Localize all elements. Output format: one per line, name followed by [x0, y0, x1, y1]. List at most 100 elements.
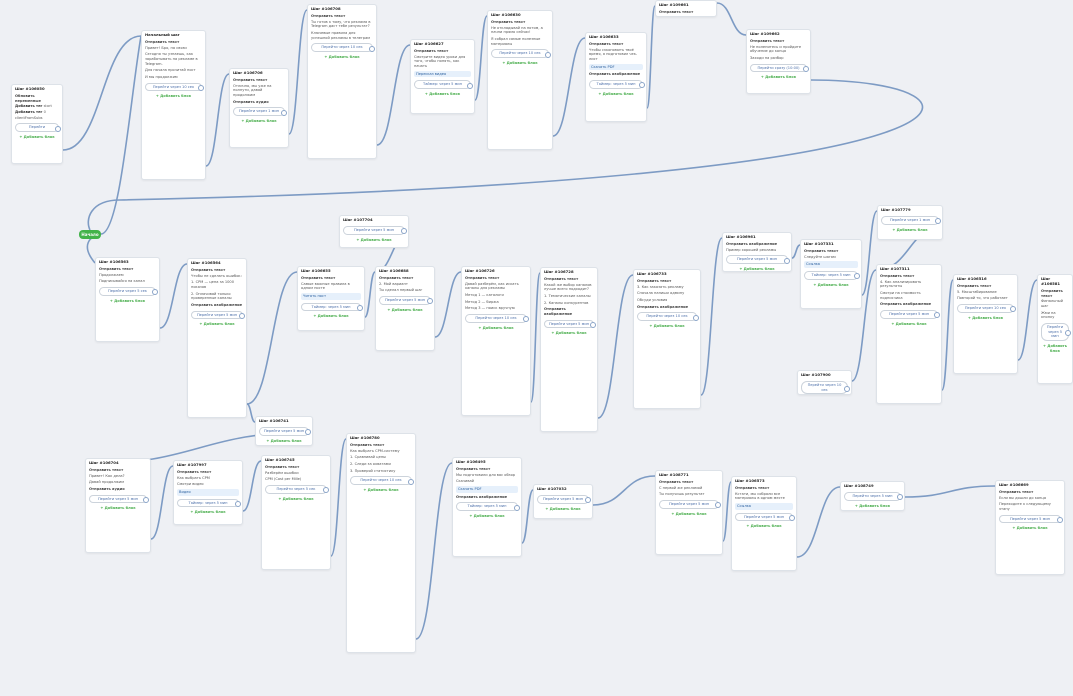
link-attachment[interactable]: Скачать PDF	[456, 485, 518, 493]
step-transition-button[interactable]: Перейти через 5 мин	[880, 309, 940, 319]
add-block-button[interactable]: + Добавить блок	[313, 314, 349, 319]
link-attachment[interactable]: Видео	[177, 488, 239, 496]
step-transition-button[interactable]: Перейти	[15, 123, 61, 132]
add-block-button[interactable]: + Добавить блок	[190, 510, 226, 515]
add-block-button[interactable]: + Добавить блок	[478, 325, 514, 330]
step-transition-button[interactable]: Перейти через 5 мин	[1041, 322, 1071, 341]
connector-port[interactable]	[198, 84, 204, 91]
connector-port[interactable]	[585, 497, 591, 504]
add-block-button[interactable]: + Добавить блок	[551, 331, 587, 336]
connector-port[interactable]	[323, 487, 329, 494]
step-transition-button[interactable]: Перейти через 10 сек	[957, 303, 1016, 313]
step-transition-button[interactable]: Перейти через 5 мин	[544, 319, 596, 329]
connector-port[interactable]	[934, 312, 940, 319]
connector-port[interactable]	[357, 304, 363, 311]
add-block-button[interactable]: + Добавить блок	[854, 503, 891, 508]
connector-port[interactable]	[152, 289, 158, 296]
add-block-button[interactable]: + Добавить блок	[891, 321, 927, 326]
step-transition-button[interactable]: Перейти через 10 сек	[637, 312, 699, 321]
connector-port[interactable]	[1057, 516, 1063, 523]
add-block-button[interactable]: + Добавить блок	[545, 506, 581, 511]
add-block-button[interactable]: + Добавить блок	[967, 315, 1004, 320]
add-block-button[interactable]: + Добавить блок	[813, 282, 849, 287]
link-attachment[interactable]: Ссылка	[804, 261, 858, 268]
step-transition-button[interactable]: Перейти через 5 мин	[726, 255, 790, 264]
step-transition-button[interactable]: Перейти сразу (10:00)	[750, 63, 809, 73]
step-transition-button[interactable]: Перейти через 5 мин	[735, 512, 795, 522]
connector-port[interactable]	[803, 65, 809, 72]
step-transition-button[interactable]: Перейти через 5 мин	[89, 494, 149, 504]
add-block-button[interactable]: + Добавить блок	[746, 524, 782, 529]
add-block-button[interactable]: + Добавить блок	[502, 60, 538, 65]
connector-port[interactable]	[401, 228, 407, 235]
start-node[interactable]: Начало	[79, 230, 101, 239]
link-attachment[interactable]: Ссылка	[735, 502, 793, 510]
add-block-button[interactable]: + Добавить блок	[739, 266, 775, 271]
connector-port[interactable]	[239, 312, 245, 319]
step-transition-button[interactable]: Таймер: через 5 мин	[177, 498, 241, 508]
connector-port[interactable]	[639, 82, 645, 89]
step-transition-button[interactable]: Перейти через 5 мин	[191, 310, 245, 320]
link-attachment[interactable]: Пересказ видео	[414, 70, 471, 78]
connector-port[interactable]	[427, 298, 433, 305]
add-block-button[interactable]: + Добавить блок	[1012, 526, 1048, 531]
connector-port[interactable]	[143, 496, 149, 503]
connector-port[interactable]	[467, 82, 473, 89]
step-transition-button[interactable]: Перейти через 5 сек	[99, 286, 158, 296]
link-attachment[interactable]: Скачать PDF	[589, 63, 643, 71]
step-transition-button[interactable]: Перейти через 5 мин	[259, 426, 311, 436]
connector-port[interactable]	[408, 478, 414, 485]
add-block-button[interactable]: + Добавить блок	[199, 322, 235, 327]
step-transition-button[interactable]: Перейти через 5 сек	[265, 484, 329, 494]
step-transition-button[interactable]: Перейти через 1 мин	[233, 107, 287, 116]
add-block-button[interactable]: + Добавить блок	[266, 438, 302, 443]
step-transition-button[interactable]: Перейти через 10 сек	[491, 49, 551, 58]
connector-port[interactable]	[55, 125, 61, 132]
connector-port[interactable]	[854, 273, 860, 280]
step-transition-button[interactable]: Перейти через 10 сек	[350, 476, 414, 485]
connector-port[interactable]	[235, 500, 241, 507]
add-block-button[interactable]: + Добавить блок	[100, 506, 136, 511]
step-transition-button[interactable]: Перейти через 10 сек	[465, 313, 529, 323]
add-block-button[interactable]: + Добавить блок	[155, 94, 192, 99]
add-block-button[interactable]: + Добавить блок	[1042, 343, 1067, 353]
step-transition-button[interactable]: Таймер: через 5 мин	[804, 270, 860, 280]
connector-port[interactable]	[789, 514, 795, 521]
connector-port[interactable]	[844, 385, 850, 392]
add-block-button[interactable]: + Добавить блок	[671, 511, 707, 516]
connector-port[interactable]	[514, 504, 520, 511]
add-block-button[interactable]: + Добавить блок	[324, 54, 360, 59]
connector-port[interactable]	[715, 502, 721, 509]
connector-port[interactable]	[897, 494, 903, 501]
step-transition-button[interactable]: Перейти через 5 мин	[537, 494, 591, 504]
connector-port[interactable]	[590, 321, 596, 328]
connector-port[interactable]	[935, 218, 941, 225]
link-attachment[interactable]: Читать пост	[301, 292, 361, 300]
add-block-button[interactable]: + Добавить блок	[19, 134, 55, 139]
